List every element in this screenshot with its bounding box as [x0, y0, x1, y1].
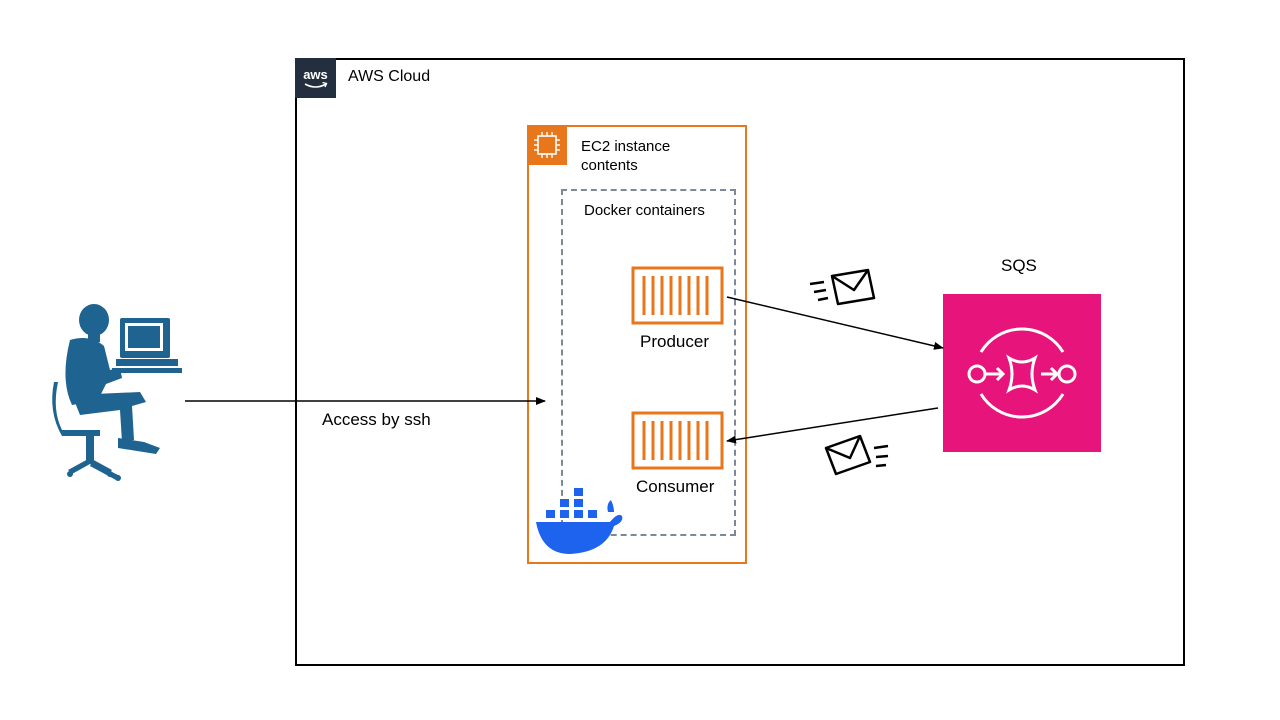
aws-logo-icon: aws [295, 58, 336, 98]
consumer-label: Consumer [636, 477, 715, 496]
aws-cloud-group [295, 58, 1185, 666]
aws-cloud-label: AWS Cloud [348, 68, 431, 85]
consumer-container-icon [631, 411, 724, 470]
docker-containers-group [561, 189, 736, 536]
producer-container-icon [631, 266, 724, 325]
ec2-chip-icon [527, 125, 567, 165]
ec2-label-line1: EC2 instance [581, 138, 671, 155]
envelope-icon [824, 434, 889, 476]
ec2-label: EC2 instance contents [581, 137, 731, 175]
docker-containers-label: Docker containers [584, 202, 705, 219]
ssh-edge-label: Access by ssh [322, 410, 431, 429]
docker-whale-icon [536, 488, 623, 554]
envelope-icon [809, 268, 876, 306]
ec2-label-line2: contents [581, 157, 638, 174]
sqs-label: SQS [1001, 256, 1037, 275]
ec2-instance-group [527, 125, 747, 564]
producer-to-sqs-edge [726, 296, 944, 350]
sqs-to-consumer-edge [726, 407, 939, 444]
producer-label: Producer [640, 332, 709, 351]
user-at-computer-icon [52, 304, 182, 481]
sqs-icon [943, 294, 1101, 452]
aws-logo-text: aws [303, 67, 328, 82]
